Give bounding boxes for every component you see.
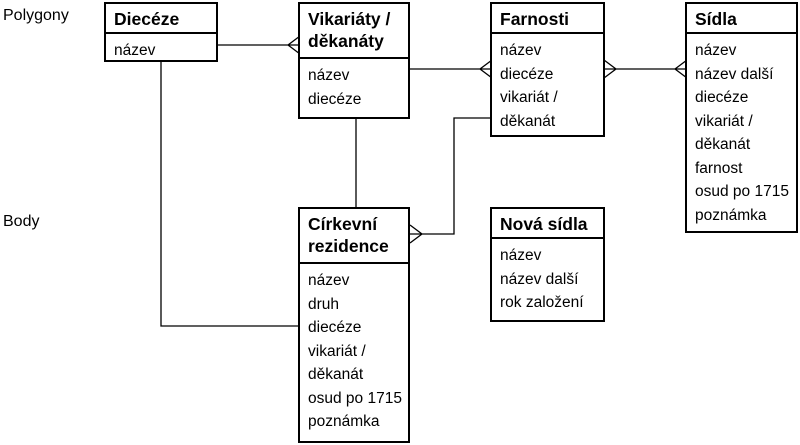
attribute: název (308, 67, 350, 84)
entity-farnosti[interactable]: Farnosti název diecéze vikariát / děkaná… (490, 2, 605, 137)
entity-title: Církevní rezidence (300, 209, 408, 264)
polygons-section-label: Polygony (3, 7, 69, 24)
attribute: poznámka (695, 206, 767, 224)
attribute: název (308, 272, 350, 289)
entity-title: Nová sídla (492, 209, 603, 239)
attribute: děkanát (695, 136, 751, 153)
entity-title: Farnosti (492, 4, 603, 34)
attribute: druh (308, 295, 340, 313)
attribute: název (695, 42, 737, 59)
attribute: název další (695, 65, 774, 83)
entity-title: Vikariáty / děkanáty (300, 4, 408, 59)
attribute: diecéze (308, 90, 362, 108)
points-section-label: Body (3, 213, 40, 230)
attribute: osud po 1715 (695, 183, 789, 200)
entity-attributes: název (106, 34, 216, 63)
attribute: vikariát / (695, 112, 753, 130)
entity-nova-sidla[interactable]: Nová sídla název název další rok založen… (490, 207, 605, 322)
entity-sidla[interactable]: Sídla název název další diecéze vikariát… (685, 2, 798, 233)
connector-dieceze-vikariaty (218, 35, 301, 55)
entity-title: Diecéze (106, 4, 216, 34)
entity-dieceze[interactable]: Diecéze název (104, 2, 218, 62)
attribute: název další (500, 270, 579, 288)
entity-attributes: název název další rok založení (492, 239, 603, 315)
entity-attributes: název druh diecéze vikariát / děkanát os… (300, 264, 408, 434)
entity-attributes: název název další diecéze vikariát / děk… (687, 34, 796, 227)
attribute: rok založení (500, 294, 584, 311)
attribute: vikariát / (500, 89, 558, 106)
attribute: diecéze (695, 89, 749, 106)
connector-dieceze-rezidence (160, 61, 300, 327)
entity-title: Sídla (687, 4, 796, 34)
attribute: farnost (695, 159, 743, 177)
attribute: poznámka (308, 413, 380, 430)
attribute: diecéze (500, 65, 554, 83)
attribute: název (500, 42, 542, 59)
attribute: název (114, 42, 156, 59)
attribute: děkanát (308, 366, 364, 383)
entity-cirkevni-rezidence[interactable]: Církevní rezidence název druh diecéze vi… (298, 207, 410, 443)
attribute: diecéze (308, 319, 362, 336)
attribute: děkanát (500, 112, 556, 130)
attribute: vikariát / (308, 342, 366, 360)
entity-attributes: název diecéze vikariát / děkanát (492, 34, 603, 133)
attribute: název (500, 247, 542, 264)
connector-farnosti-sidla (603, 59, 688, 79)
entity-vikariaty[interactable]: Vikariáty / děkanáty název diecéze (298, 2, 410, 119)
entity-attributes: název diecéze (300, 59, 408, 111)
attribute: osud po 1715 (308, 389, 402, 407)
connector-farnosti-rezidence (409, 117, 492, 244)
connector-vikariaty-farnosti (410, 59, 493, 79)
